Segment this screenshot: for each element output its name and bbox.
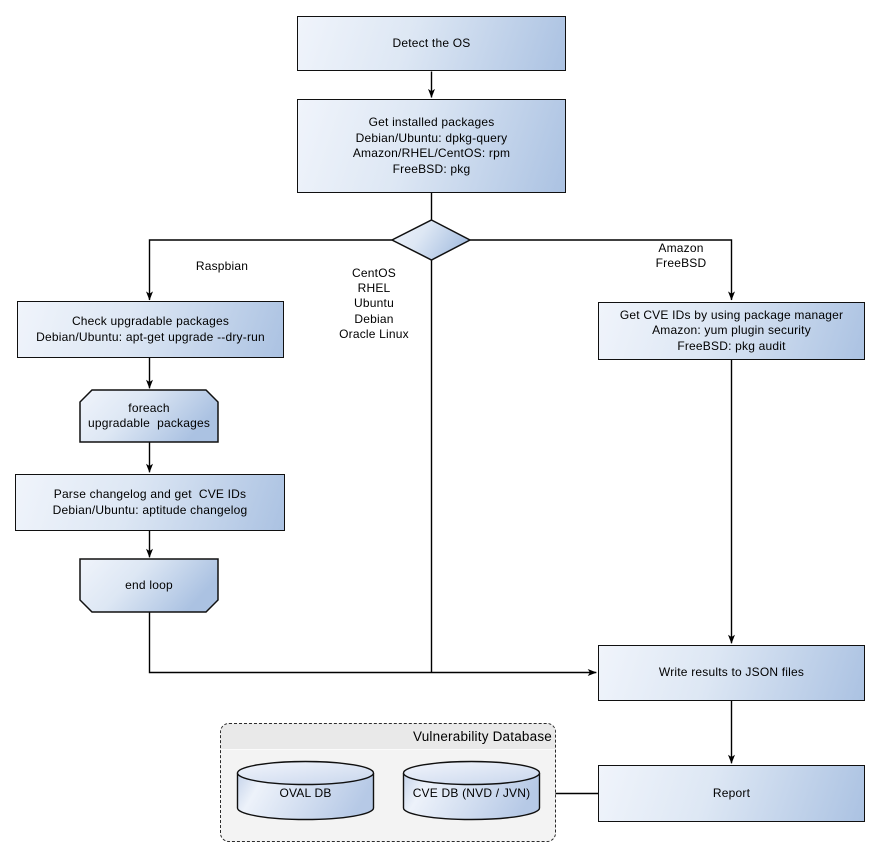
edge-endloop-to-write-results xyxy=(148,612,597,676)
node-report-label: Report xyxy=(712,785,751,800)
vulnerability-database-header: Vulnerability Database xyxy=(221,724,555,750)
node-check-upgradable-packages: Check upgradable packages Debian/Ubuntu:… xyxy=(17,301,284,358)
node-check-upgradable-packages-label: Check upgradable packages Debian/Ubuntu:… xyxy=(36,314,265,344)
vulnerability-database-container: Vulnerability Database xyxy=(220,723,556,842)
node-report: Report xyxy=(598,765,865,822)
decision-diamond xyxy=(390,219,472,261)
node-detect-os: Detect the OS xyxy=(297,16,566,71)
node-get-cve-ids-label: Get CVE IDs by using package manager Ama… xyxy=(619,307,844,353)
node-parse-changelog-label: Parse changelog and get CVE IDs Debian/U… xyxy=(52,487,248,517)
loop-end-label: end loop xyxy=(125,577,173,592)
branch-label-raspbian: Raspbian xyxy=(195,259,249,273)
branch-label-amazon-freebsd: Amazon FreeBSD xyxy=(655,241,707,271)
node-write-results-json: Write results to JSON files xyxy=(598,645,865,701)
node-get-cve-ids: Get CVE IDs by using package manager Ama… xyxy=(598,302,865,360)
cve-db-label: CVE DB (NVD / JVN) xyxy=(412,786,531,801)
vulnerability-database-title: Vulnerability Database xyxy=(413,729,552,744)
branch-label-os-list: CentOS RHEL Ubuntu Debian Oracle Linux xyxy=(339,266,409,341)
node-detect-os-label: Detect the OS xyxy=(392,35,471,50)
oval-db-label: OVAL DB xyxy=(279,786,332,801)
node-parse-changelog: Parse changelog and get CVE IDs Debian/U… xyxy=(15,474,285,531)
node-get-installed-packages: Get installed packages Debian/Ubuntu: dp… xyxy=(297,99,566,193)
node-write-results-json-label: Write results to JSON files xyxy=(658,665,805,680)
node-get-installed-packages-label: Get installed packages Debian/Ubuntu: dp… xyxy=(352,115,511,176)
loop-end-text: end loop xyxy=(80,559,218,612)
loop-start-label: foreach upgradable packages xyxy=(87,400,211,431)
loop-start-text: foreach upgradable packages xyxy=(80,390,218,442)
